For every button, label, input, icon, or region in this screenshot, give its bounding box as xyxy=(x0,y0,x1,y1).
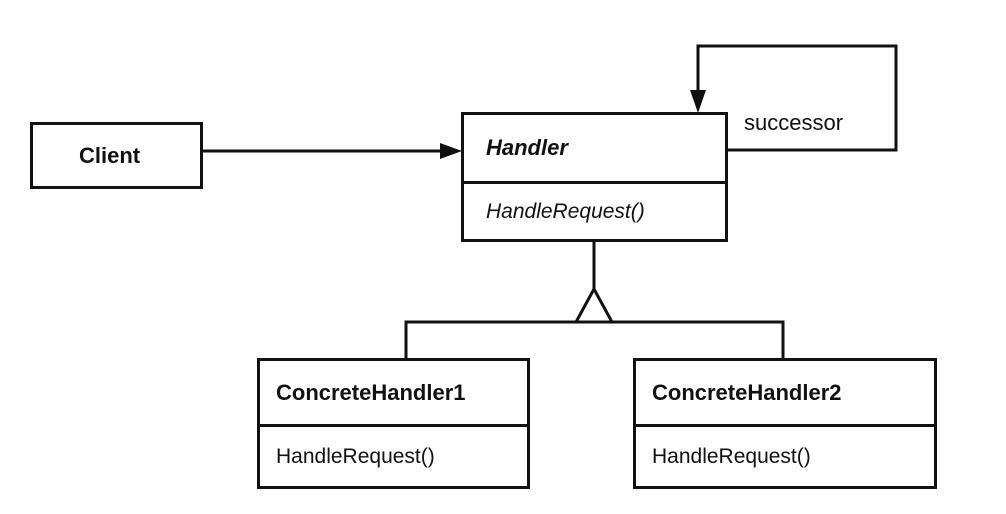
inheritance-branches xyxy=(404,320,785,359)
concrete-handler1-class: ConcreteHandler1 HandleRequest() xyxy=(257,358,530,489)
handler-class-name: Handler xyxy=(486,135,568,160)
successor-label: successor xyxy=(744,110,844,135)
concrete-handler2-operation: HandleRequest() xyxy=(636,424,934,486)
concrete-handler2-name: ConcreteHandler2 xyxy=(652,379,842,405)
client-handler-arrowhead xyxy=(440,143,462,159)
successor-loop xyxy=(696,44,898,152)
handler-class: Handler HandleRequest() xyxy=(461,112,728,242)
client-class: Client xyxy=(30,122,203,189)
concrete-handler1-name: ConcreteHandler1 xyxy=(276,379,466,405)
concrete-handler1-operation: HandleRequest() xyxy=(260,424,527,486)
concrete-handler2-class: ConcreteHandler2 HandleRequest() xyxy=(633,358,937,489)
client-class-name: Client xyxy=(79,142,141,168)
handler-operation: HandleRequest() xyxy=(464,181,725,239)
successor-arrowhead xyxy=(690,90,706,113)
inheritance-triangle xyxy=(573,285,615,324)
